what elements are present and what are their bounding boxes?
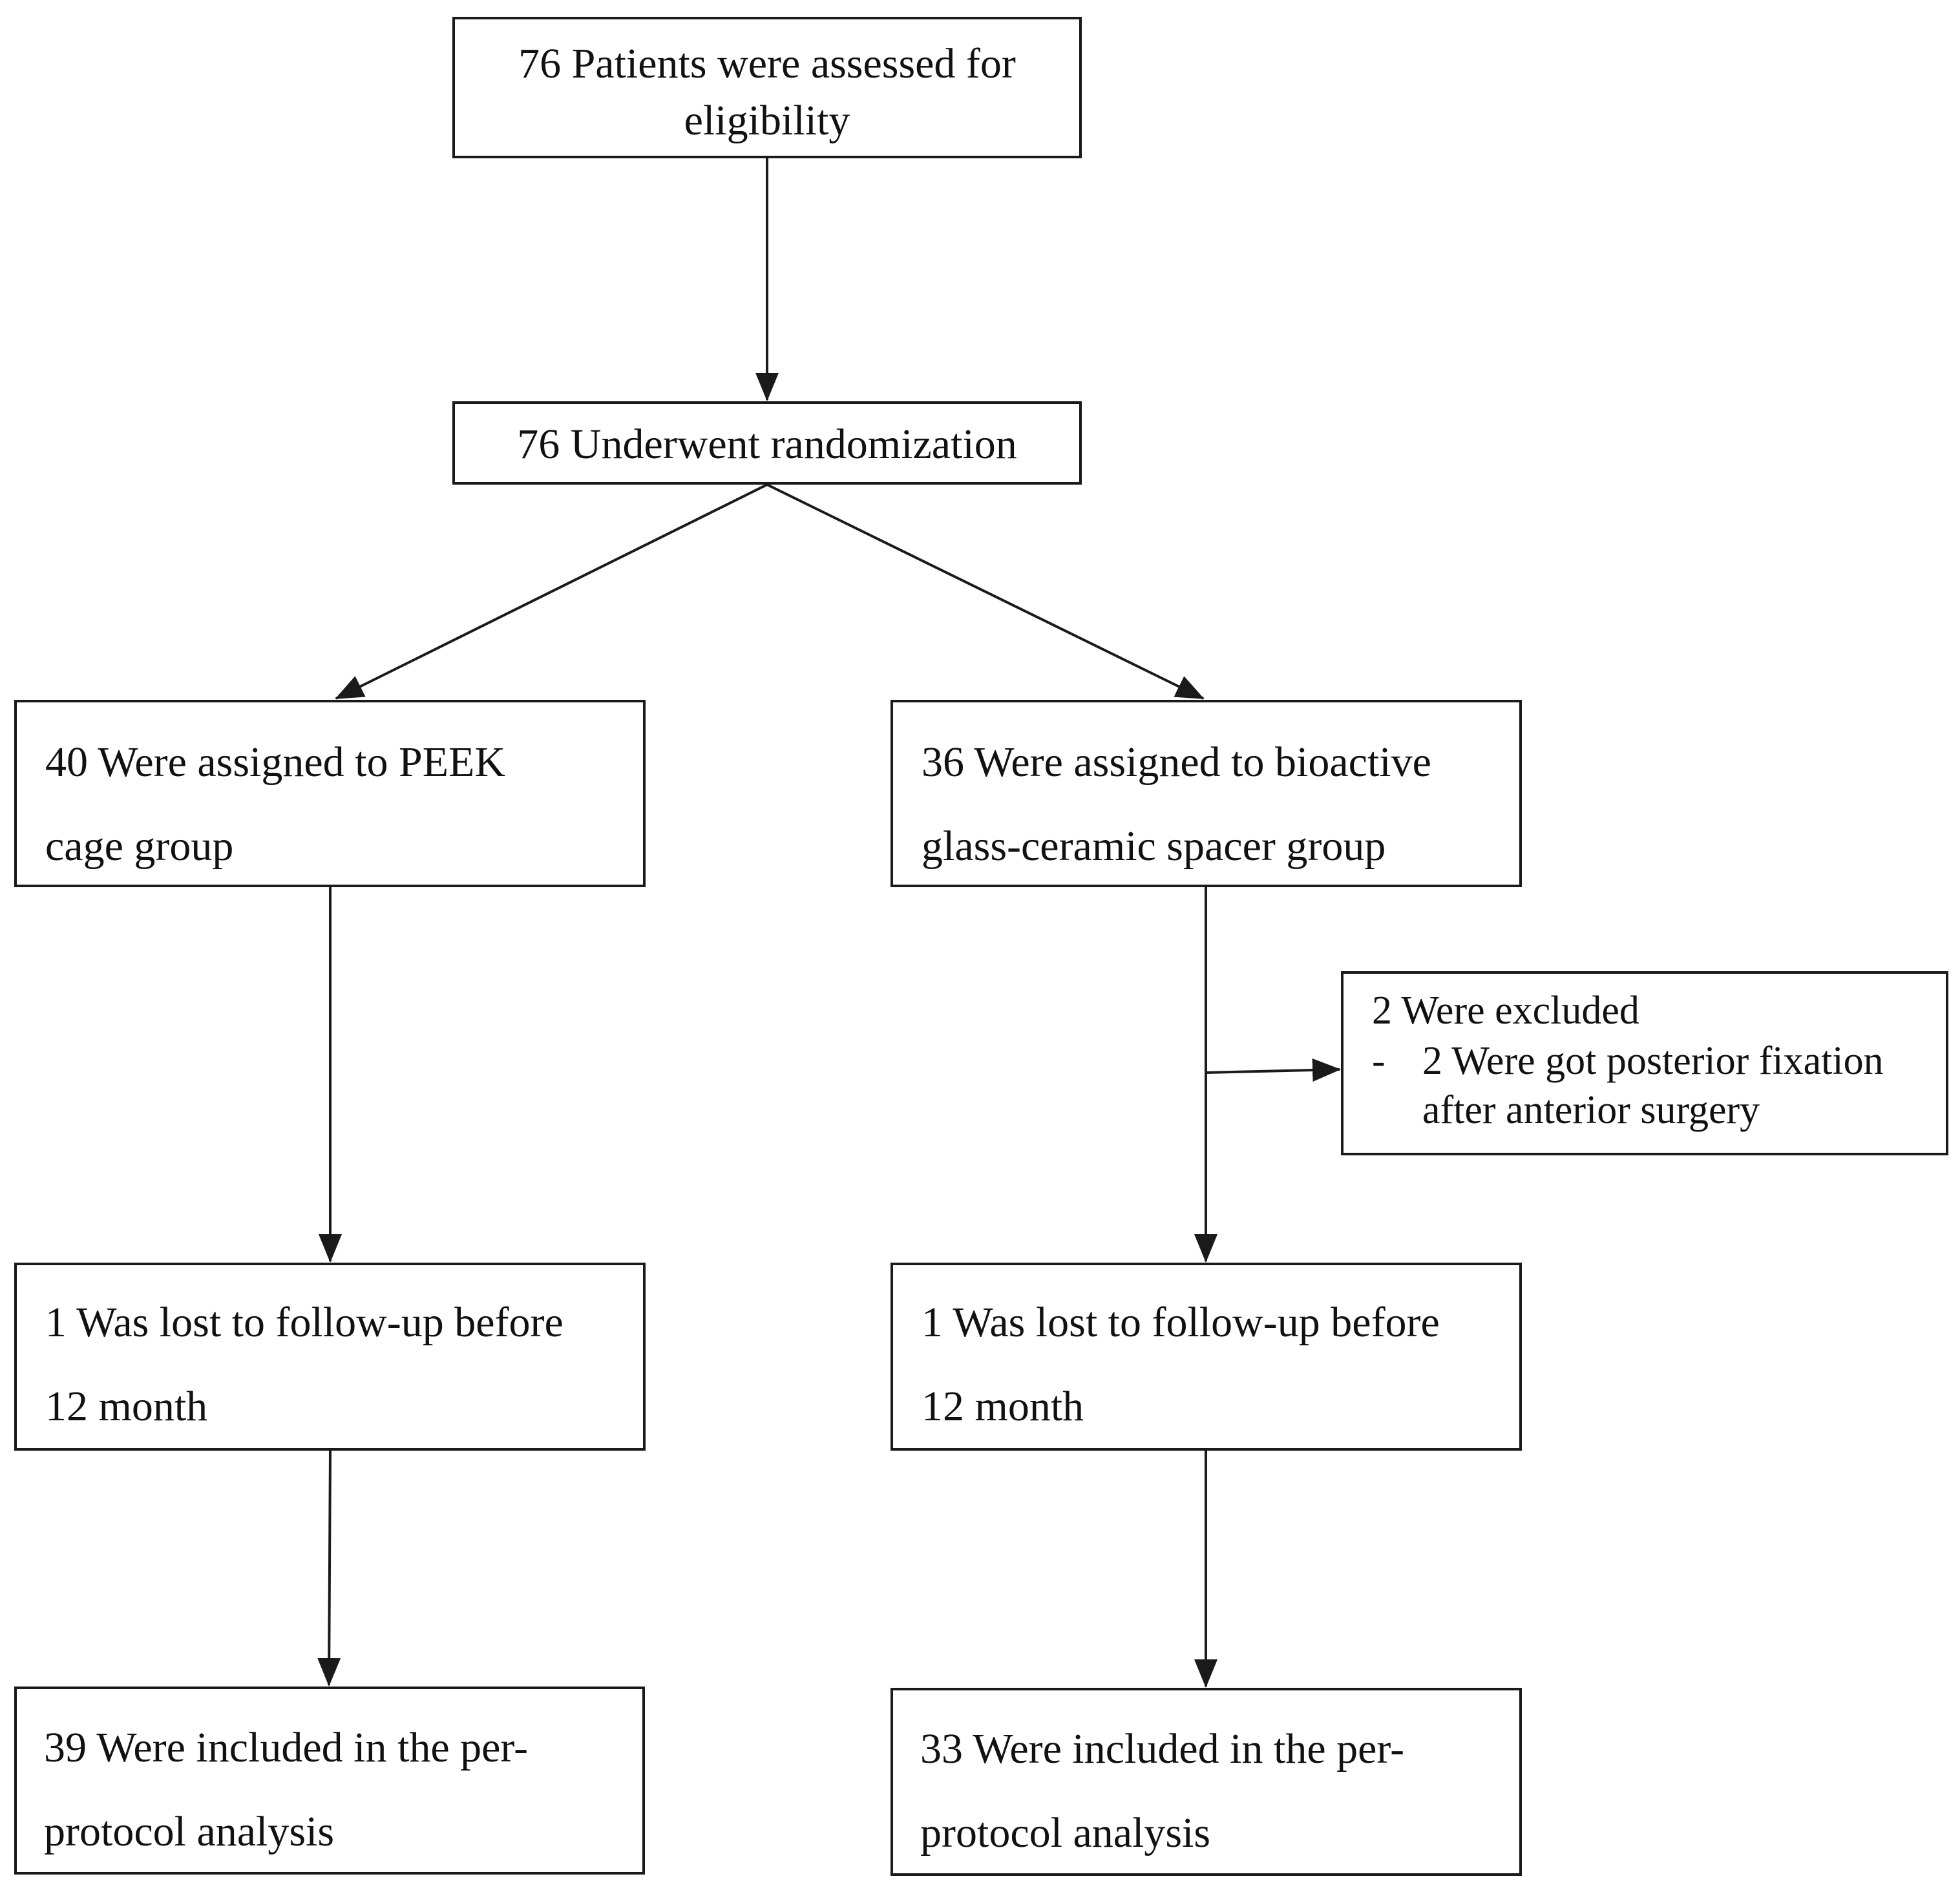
included-left-line-1: 39 Were included in the per-	[44, 1724, 529, 1771]
included-right-line-2: protocol analysis	[920, 1809, 1211, 1856]
excluded-bullet-item: - 2 Were got posterior fixation after an…	[1372, 1041, 1946, 1130]
peek-group-line-1: 40 Were assigned to PEEK	[45, 739, 506, 786]
peek-group-line-2: cage group	[45, 823, 234, 870]
arrow-randomization-to-peek	[335, 483, 768, 700]
bullet-dash-icon: -	[1372, 1039, 1386, 1083]
bioactive-group-line-1: 36 Were assigned to bioactive	[922, 739, 1431, 786]
arrow-randomization-to-bioactive	[766, 483, 1205, 700]
arrow-to-excluded	[1205, 1058, 1341, 1082]
randomization-line-1: 76 Underwent randomization	[517, 421, 1017, 468]
excluded-bullet-line-1: 2 Were got posterior fixation	[1422, 1039, 1884, 1083]
bioactive-group-line-2: glass-ceramic spacer group	[922, 823, 1386, 870]
lost-right-line-2: 12 month	[922, 1383, 1084, 1430]
excluded-heading: 2 Were excluded	[1372, 989, 1639, 1033]
bioactive-group-box: 36 Were assigned to bioactive glass-cera…	[890, 700, 1522, 887]
included-left-box: 39 Were included in the per- protocol an…	[14, 1687, 645, 1875]
included-left-line-2: protocol analysis	[44, 1808, 335, 1855]
eligibility-line-1: 76 Patients were assessed for	[518, 40, 1016, 87]
included-right-line-1: 33 Were included in the per-	[920, 1725, 1405, 1772]
lost-to-follow-up-right-box: 1 Was lost to follow-up before 12 month	[890, 1263, 1522, 1451]
eligibility-line-2: eligibility	[684, 97, 850, 144]
excluded-box: 2 Were excluded - 2 Were got posterior f…	[1341, 971, 1948, 1155]
lost-left-line-2: 12 month	[45, 1383, 208, 1430]
lost-to-follow-up-left-box: 1 Was lost to follow-up before 12 month	[14, 1263, 646, 1451]
excluded-bullet-line-2: after anterior surgery	[1422, 1088, 1760, 1132]
lost-left-line-1: 1 Was lost to follow-up before	[45, 1299, 564, 1346]
lost-right-line-1: 1 Was lost to follow-up before	[922, 1299, 1440, 1346]
peek-group-box: 40 Were assigned to PEEK cage group	[14, 700, 646, 887]
arrow-lost-left-to-included-left	[317, 1450, 341, 1687]
eligibility-box: 76 Patients were assessed for eligibilit…	[452, 17, 1082, 158]
included-right-box: 33 Were included in the per- protocol an…	[890, 1688, 1522, 1876]
randomization-box: 76 Underwent randomization	[452, 401, 1082, 485]
